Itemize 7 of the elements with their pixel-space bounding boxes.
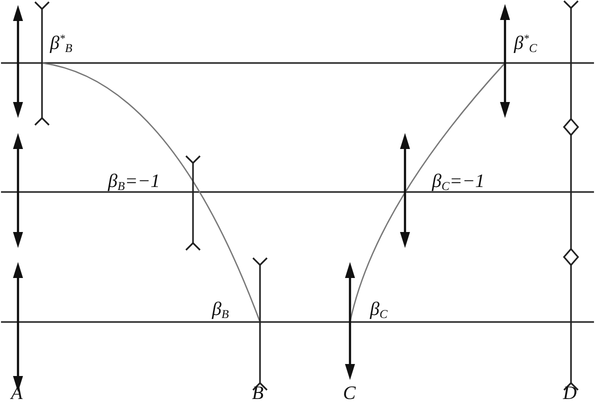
magnification-label: β$_{C}$=−1 xyxy=(432,172,485,192)
lens-label: B xyxy=(252,384,264,404)
lens-label: C xyxy=(343,384,356,404)
magnification-label: β$_{B}$=−1 xyxy=(108,172,160,192)
magnification-label: β$_{C}$ xyxy=(370,300,388,320)
magnification-label: β$_{B}$ xyxy=(212,300,229,320)
lens-label: D xyxy=(563,384,577,404)
